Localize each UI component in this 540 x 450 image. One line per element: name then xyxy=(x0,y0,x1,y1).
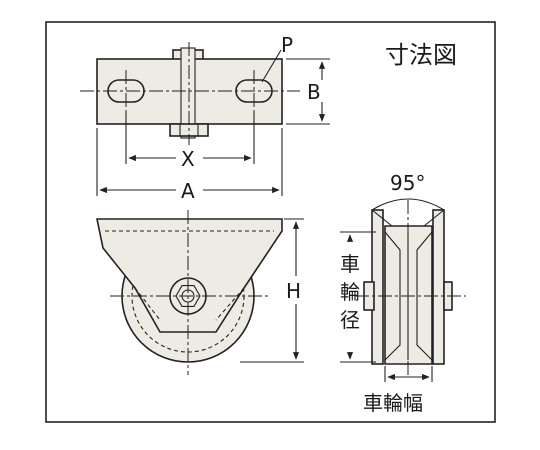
top-view xyxy=(80,42,300,145)
bracket-front-view xyxy=(96,218,283,333)
label-a: A xyxy=(181,179,195,203)
label-wheel-width: 車輪幅 xyxy=(363,391,423,415)
label-wheel-diameter-2: 輪 xyxy=(340,280,360,304)
label-angle: 95° xyxy=(390,171,425,195)
drawing-frame xyxy=(45,21,496,423)
label-b: B xyxy=(307,80,321,104)
side-view xyxy=(355,198,466,378)
front-view xyxy=(96,210,283,375)
drawing-title: 寸法図 xyxy=(385,41,457,69)
label-h: H xyxy=(286,279,301,303)
label-p: P xyxy=(281,33,293,57)
label-wheel-diameter-3: 径 xyxy=(340,308,360,332)
label-wheel-diameter-1: 車 xyxy=(340,252,360,276)
label-x: X xyxy=(181,147,195,171)
